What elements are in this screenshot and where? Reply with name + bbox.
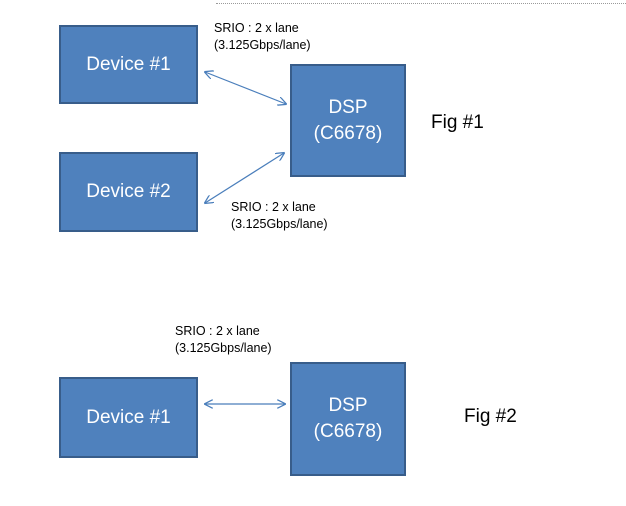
top-dotted-rule: [216, 3, 626, 4]
fig1-link1-rate: (3.125Gbps/lane): [214, 38, 311, 52]
fig2-device1-label: Device #1: [86, 406, 171, 428]
fig1-dsp-model: (C6678): [313, 122, 383, 144]
fig1-link1-protocol: SRIO : 2 x lane: [214, 21, 299, 35]
fig2-caption: Fig #2: [464, 406, 517, 427]
fig1-device1-box: Device #1: [59, 25, 198, 104]
fig1-device1-label: Device #1: [86, 53, 171, 75]
fig1-device2-label: Device #2: [86, 181, 171, 202]
fig2-link1-protocol: SRIO : 2 x lane: [175, 324, 260, 338]
fig2-link1-label: SRIO : 2 x lane (3.125Gbps/lane): [175, 323, 272, 357]
fig1-device2-box: Device #2: [59, 152, 198, 232]
fig1-dsp-label: DSP: [328, 96, 368, 118]
fig1-link1-label: SRIO : 2 x lane (3.125Gbps/lane): [214, 20, 311, 54]
fig1-caption: Fig #1: [431, 112, 484, 133]
fig1-link1-arrow: [205, 72, 286, 104]
fig2-device1-box: Device #1: [59, 377, 198, 458]
fig2-link1-rate: (3.125Gbps/lane): [175, 341, 272, 355]
fig1-link2-rate: (3.125Gbps/lane): [231, 217, 328, 231]
fig2-dsp-model: (C6678): [313, 421, 383, 442]
fig2-dsp-label: DSP: [328, 395, 368, 416]
fig1-dsp-box: DSP (C6678): [290, 64, 406, 177]
fig2-dsp-box: DSP (C6678): [290, 362, 406, 476]
fig1-link2-arrow: [205, 153, 284, 203]
